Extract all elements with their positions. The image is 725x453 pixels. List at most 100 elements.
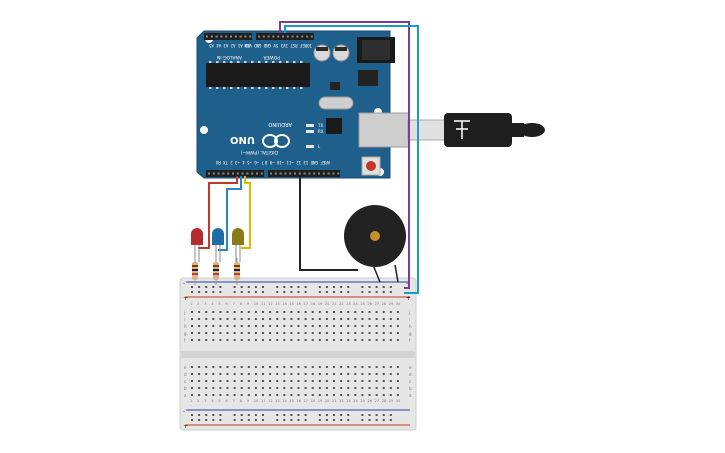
breadboard-hole[interactable] [318, 373, 321, 375]
breadboard-hole[interactable] [311, 325, 314, 327]
header-pin[interactable] [327, 172, 330, 175]
breadboard-hole[interactable] [375, 394, 378, 396]
breadboard-hole[interactable] [240, 311, 243, 313]
header-pin[interactable] [274, 172, 277, 175]
breadboard-hole[interactable] [340, 394, 343, 396]
breadboard-hole[interactable] [340, 339, 343, 341]
breadboard-hole[interactable] [297, 332, 300, 334]
breadboard-hole[interactable] [389, 380, 392, 382]
breadboard-hole[interactable] [311, 366, 314, 368]
breadboard-hole[interactable] [389, 414, 392, 416]
breadboard-hole[interactable] [240, 318, 243, 320]
breadboard-hole[interactable] [389, 366, 392, 368]
breadboard-hole[interactable] [276, 339, 279, 341]
breadboard-hole[interactable] [368, 325, 371, 327]
breadboard-hole[interactable] [212, 325, 215, 327]
breadboard-hole[interactable] [191, 286, 193, 288]
breadboard-hole[interactable] [269, 339, 272, 341]
breadboard-hole[interactable] [198, 414, 201, 416]
breadboard-hole[interactable] [396, 318, 399, 320]
breadboard-hole[interactable] [368, 414, 371, 416]
breadboard-hole[interactable] [276, 318, 279, 320]
breadboard-hole[interactable] [318, 380, 321, 382]
breadboard-hole[interactable] [375, 339, 378, 341]
breadboard-hole[interactable] [254, 387, 257, 389]
breadboard-hole[interactable] [340, 291, 343, 293]
breadboard-hole[interactable] [375, 419, 378, 421]
breadboard-hole[interactable] [191, 373, 193, 375]
breadboard-hole[interactable] [290, 286, 293, 288]
breadboard-hole[interactable] [382, 380, 385, 382]
breadboard-hole[interactable] [361, 291, 364, 293]
breadboard-hole[interactable] [262, 387, 264, 389]
breadboard-hole[interactable] [304, 291, 307, 293]
breadboard-hole[interactable] [375, 387, 378, 389]
header-pin[interactable] [308, 172, 311, 175]
breadboard-hole[interactable] [283, 339, 286, 341]
breadboard-hole[interactable] [269, 332, 272, 334]
breadboard-hole[interactable] [283, 325, 286, 327]
breadboard-hole[interactable] [276, 414, 279, 416]
breadboard-hole[interactable] [269, 380, 272, 382]
breadboard-hole[interactable] [354, 318, 357, 320]
breadboard-hole[interactable] [240, 380, 243, 382]
breadboard-hole[interactable] [247, 332, 250, 334]
breadboard-hole[interactable] [254, 311, 257, 313]
breadboard-hole[interactable] [382, 318, 385, 320]
breadboard-hole[interactable] [219, 332, 222, 334]
breadboard-hole[interactable] [347, 387, 350, 389]
breadboard-hole[interactable] [347, 291, 350, 293]
breadboard-hole[interactable] [297, 387, 300, 389]
header-pin[interactable] [284, 172, 287, 175]
breadboard-hole[interactable] [340, 380, 343, 382]
header-pin[interactable] [279, 172, 282, 175]
breadboard-hole[interactable] [333, 366, 335, 368]
breadboard-hole[interactable] [382, 394, 385, 396]
breadboard-hole[interactable] [347, 394, 350, 396]
header-pin[interactable] [225, 35, 228, 38]
breadboard-hole[interactable] [240, 339, 243, 341]
breadboard-hole[interactable] [276, 311, 279, 313]
header-pin[interactable] [270, 172, 272, 175]
breadboard-hole[interactable] [396, 339, 399, 341]
breadboard-hole[interactable] [333, 387, 335, 389]
breadboard-hole[interactable] [382, 311, 385, 313]
breadboard-hole[interactable] [233, 373, 236, 375]
breadboard-hole[interactable] [191, 325, 193, 327]
header-pin[interactable] [286, 35, 289, 38]
breadboard-hole[interactable] [276, 419, 279, 421]
breadboard-hole[interactable] [297, 291, 300, 293]
breadboard-hole[interactable] [240, 291, 243, 293]
breadboard-hole[interactable] [212, 332, 215, 334]
breadboard-hole[interactable] [205, 414, 208, 416]
breadboard-hole[interactable] [396, 366, 399, 368]
breadboard-hole[interactable] [254, 286, 257, 288]
breadboard-hole[interactable] [347, 419, 350, 421]
header-pin[interactable] [310, 35, 313, 38]
breadboard-hole[interactable] [205, 286, 208, 288]
breadboard-hole[interactable] [304, 311, 307, 313]
breadboard-hole[interactable] [325, 373, 328, 375]
header-pin[interactable] [277, 35, 280, 38]
breadboard-hole[interactable] [304, 380, 307, 382]
breadboard-hole[interactable] [219, 387, 222, 389]
breadboard-hole[interactable] [212, 366, 215, 368]
breadboard-hole[interactable] [247, 366, 250, 368]
breadboard-hole[interactable] [219, 291, 222, 293]
breadboard-hole[interactable] [290, 332, 293, 334]
breadboard-hole[interactable] [347, 325, 350, 327]
breadboard-hole[interactable] [226, 318, 229, 320]
breadboard-hole[interactable] [191, 394, 193, 396]
breadboard-hole[interactable] [347, 311, 350, 313]
breadboard-hole[interactable] [290, 373, 293, 375]
breadboard-hole[interactable] [212, 339, 215, 341]
breadboard-hole[interactable] [205, 339, 208, 341]
header-pin[interactable] [246, 172, 249, 175]
breadboard-hole[interactable] [340, 325, 343, 327]
breadboard-hole[interactable] [198, 366, 201, 368]
breadboard-hole[interactable] [297, 311, 300, 313]
breadboard-hole[interactable] [283, 318, 286, 320]
breadboard-hole[interactable] [382, 414, 385, 416]
breadboard-hole[interactable] [240, 286, 243, 288]
